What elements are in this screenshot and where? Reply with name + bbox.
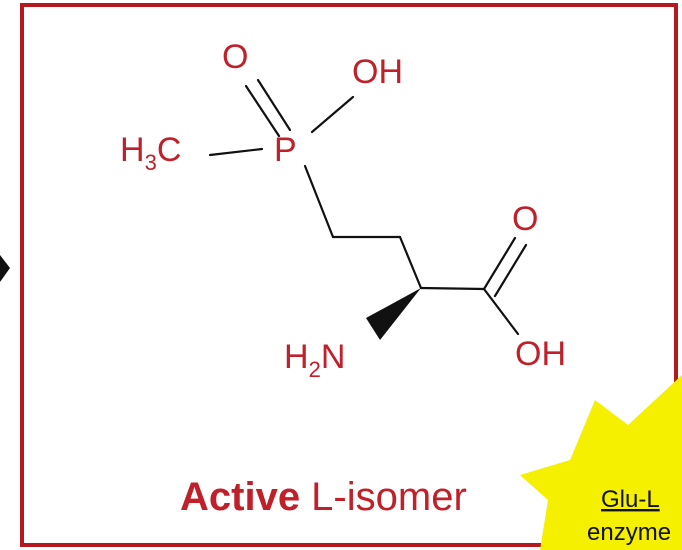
structure-frame xyxy=(20,3,678,547)
amine-h: H xyxy=(284,338,309,376)
amine-n: N xyxy=(321,338,346,376)
atom-labels: O P OH H3C O OH H2N xyxy=(120,38,566,382)
isomer-caption: Active L-isomer xyxy=(180,475,467,519)
bond-c-oh xyxy=(482,287,520,336)
phosphorus-label: P xyxy=(274,131,297,169)
stereo-wedge xyxy=(366,288,421,340)
methyl-group-label: H3C xyxy=(120,131,181,175)
bond-p-o-double-a xyxy=(244,84,281,138)
bond-calpha-ccarboxyl xyxy=(419,286,486,291)
left-arrow-head xyxy=(0,255,10,282)
bond-methyl-p xyxy=(208,147,264,157)
amine-group-label: H2N xyxy=(284,338,345,382)
methyl-c: C xyxy=(157,131,182,169)
yellow-callout-burst xyxy=(520,375,682,550)
phosphoryl-oxygen-label: O xyxy=(222,38,248,76)
bond-c-o-double-a xyxy=(482,236,517,291)
methyl-subscript: 3 xyxy=(145,150,157,175)
callout-line-1: Glu-L xyxy=(601,486,660,513)
carboxyl-hydroxyl-label: OH xyxy=(515,335,566,373)
methyl-h: H xyxy=(120,131,145,169)
caption-rest: L-isomer xyxy=(300,475,467,519)
bond-ch2-calpha xyxy=(398,235,423,290)
amine-subscript: 2 xyxy=(309,357,321,382)
caption-bold-word: Active xyxy=(180,475,300,519)
bond-p-o-double-b xyxy=(256,78,292,132)
carbonyl-oxygen-label: O xyxy=(512,200,538,238)
bond-c-o-double-b xyxy=(493,243,528,298)
bonds xyxy=(208,78,528,340)
bond-p-ch2 xyxy=(303,164,335,239)
callout-line-2: enzyme xyxy=(587,519,671,546)
phosphonic-hydroxyl-label: OH xyxy=(352,53,403,91)
bond-p-oh xyxy=(310,95,355,134)
